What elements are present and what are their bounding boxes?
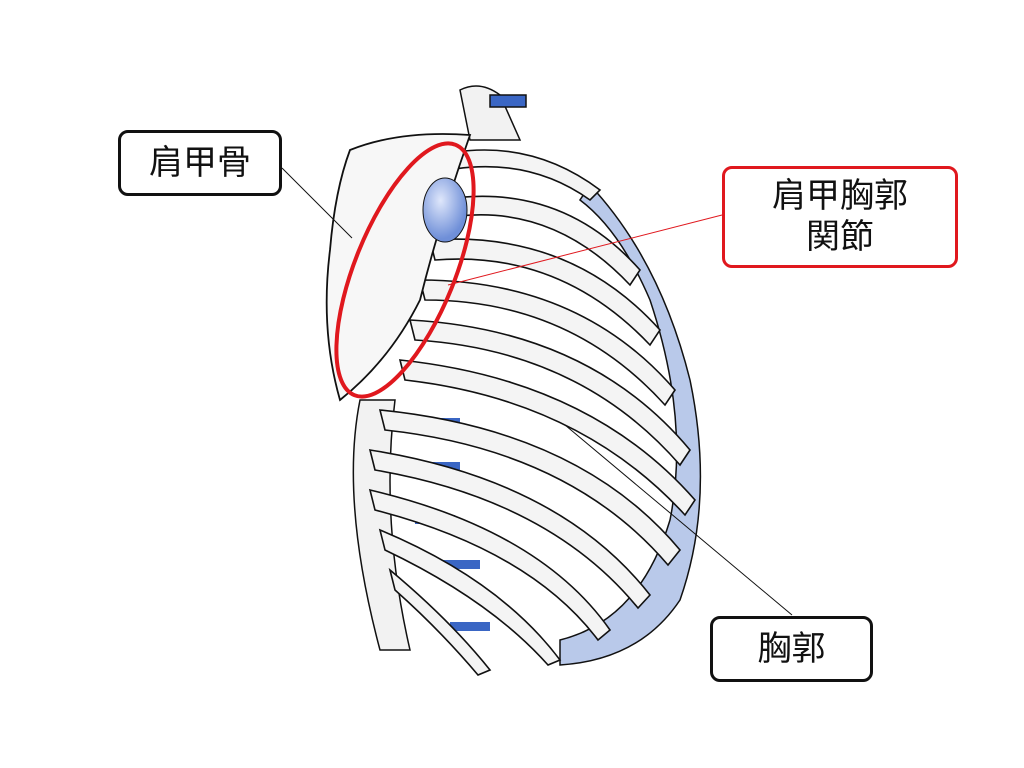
ribs [368, 149, 697, 676]
thorax-label: 胸郭 [710, 616, 873, 682]
joint-label-line2: 関節 [806, 217, 874, 257]
glenoid-joint-icon [422, 177, 468, 243]
thorax-label-text: 胸郭 [757, 628, 826, 669]
joint-leader-line [447, 214, 723, 286]
thorax-leader-line [564, 424, 793, 616]
scapula-leader-line [281, 167, 353, 239]
scapula-label-text: 肩甲骨 [149, 142, 251, 183]
joint-label-line1: 肩甲胸郭 [772, 176, 908, 217]
scapula-bone [325, 133, 472, 402]
scapulothoracic-joint-label: 肩甲胸郭 関節 [722, 166, 958, 268]
scapulothoracic-joint-highlight [334, 141, 476, 399]
scapula-label: 肩甲骨 [118, 130, 282, 196]
